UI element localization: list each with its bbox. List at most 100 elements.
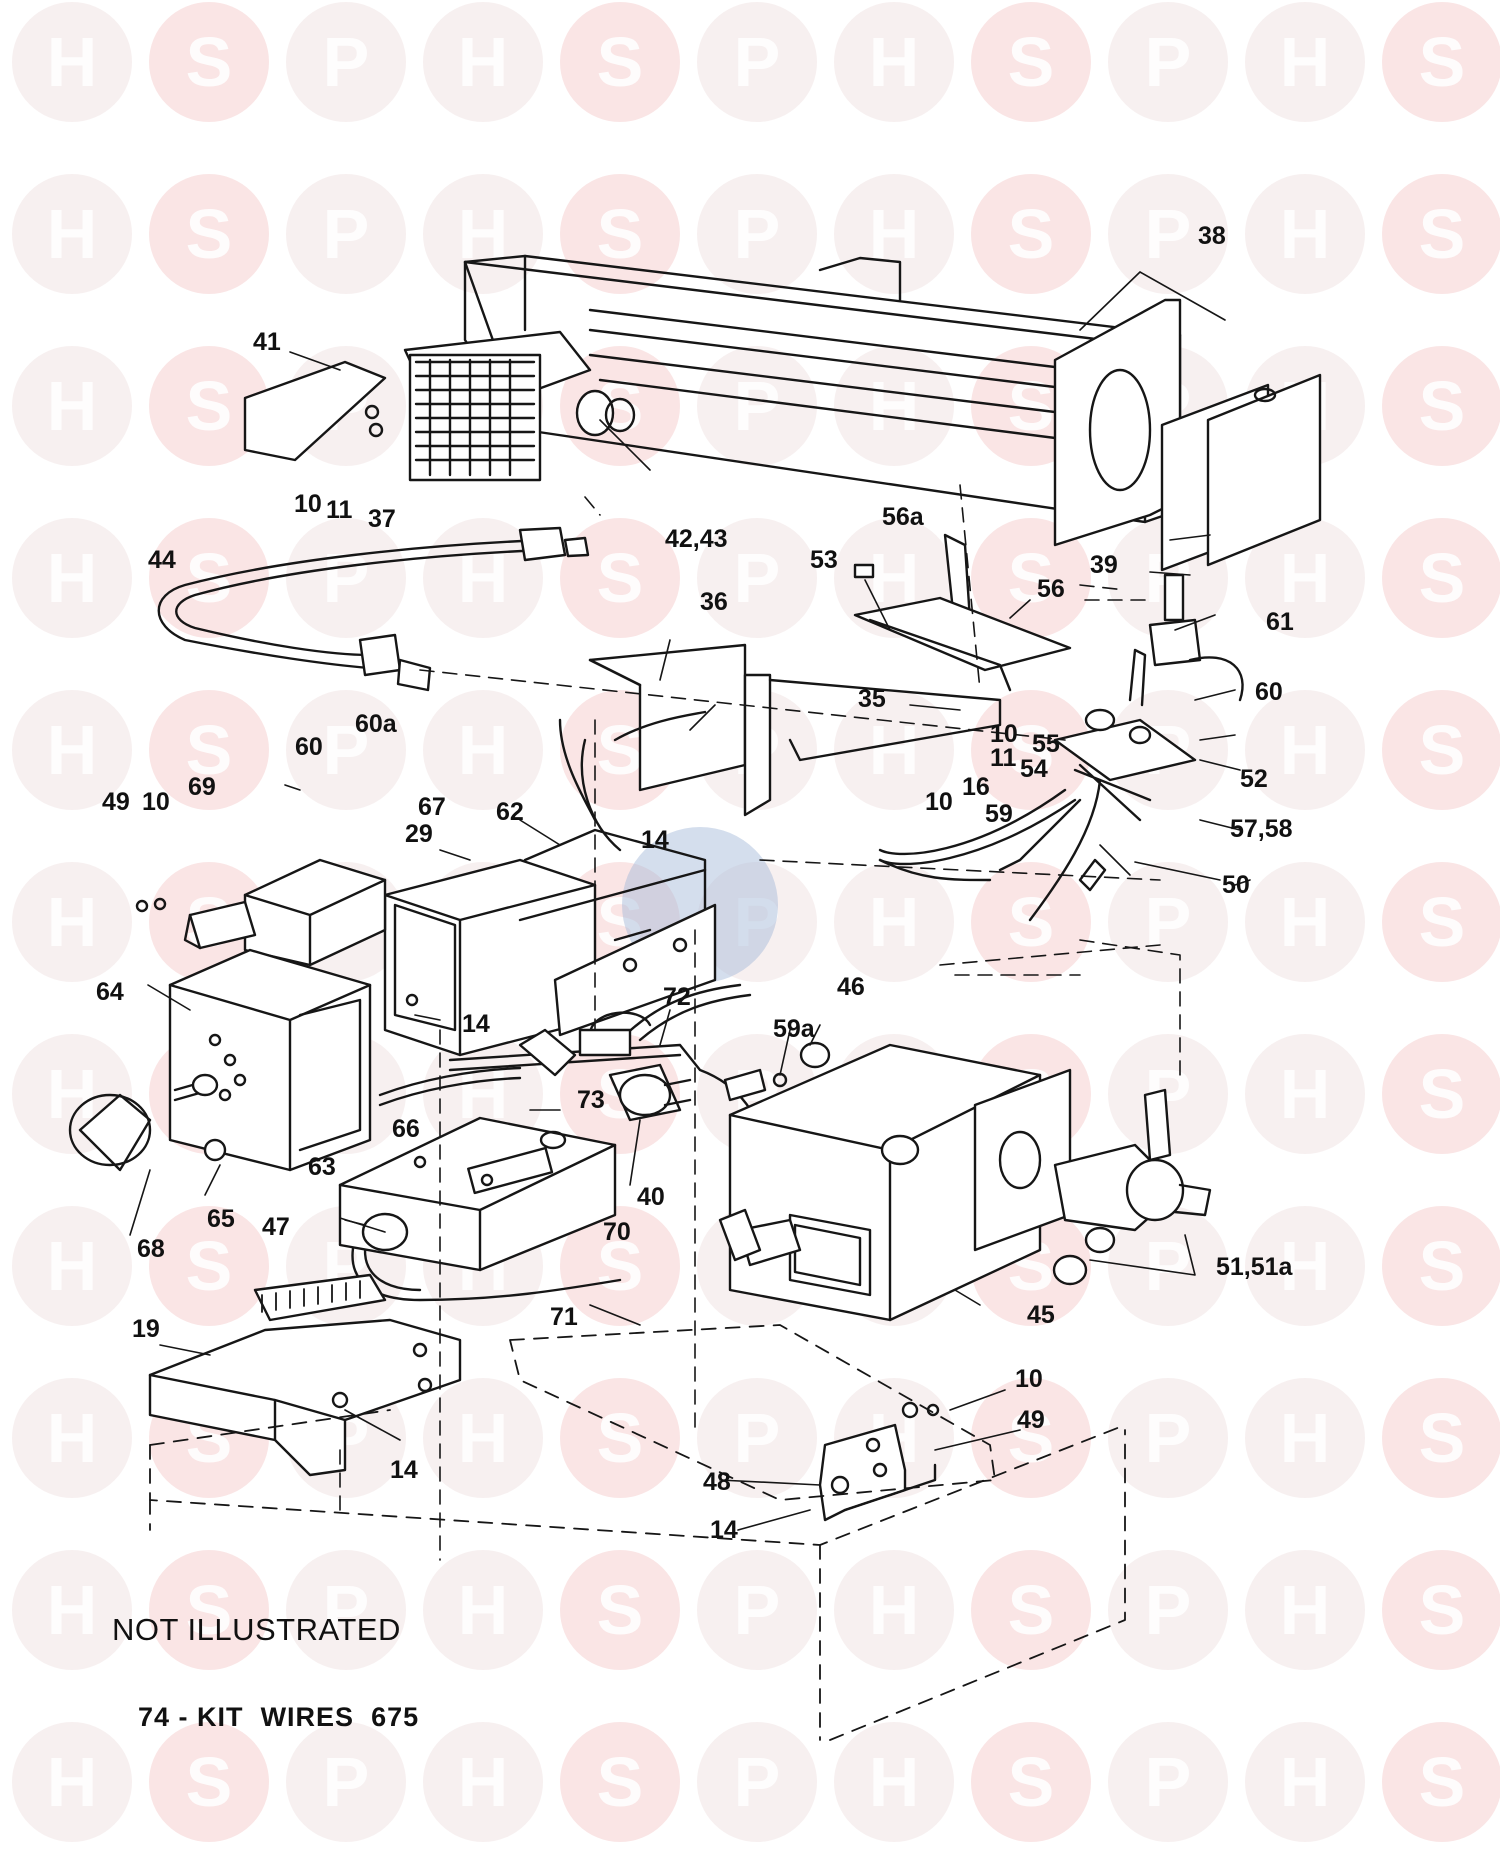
callout-14-bracket: 14	[710, 1516, 738, 1544]
watermark-letter: S	[1419, 1743, 1466, 1821]
watermark-badge	[697, 174, 817, 294]
watermark-letter: H	[1280, 1571, 1331, 1649]
watermark-letter: H	[1280, 711, 1331, 789]
watermark-badge	[286, 174, 406, 294]
watermark-badge	[423, 690, 543, 810]
callout-38: 38	[1198, 222, 1226, 250]
callout-56: 56	[1037, 575, 1065, 603]
watermark-letter: P	[734, 1571, 781, 1649]
gas-valve-45	[718, 1043, 1072, 1322]
callout-labels: 38 41 10 11 37 42,43 39 56a 53 56 61 44 …	[96, 222, 1294, 1544]
watermark-letter: H	[869, 883, 920, 961]
watermark-badge	[834, 862, 954, 982]
watermark-letter: P	[1145, 195, 1192, 273]
callout-50: 50	[1222, 871, 1250, 899]
watermark-badge	[12, 1722, 132, 1842]
watermark-letter: H	[1280, 539, 1331, 617]
callout-10-switch: 10	[142, 788, 170, 816]
watermark-letter: S	[1419, 23, 1466, 101]
watermark-badge	[697, 518, 817, 638]
watermark-badge	[1382, 1722, 1500, 1842]
watermark-badge	[149, 346, 269, 466]
watermark-badge	[697, 1378, 817, 1498]
watermark-letter: P	[734, 23, 781, 101]
watermark-letter: S	[1008, 1743, 1055, 1821]
callout-39: 39	[1090, 551, 1118, 579]
watermark-badge	[1382, 174, 1500, 294]
watermark-letter: S	[1419, 711, 1466, 789]
watermark-badge	[971, 1378, 1091, 1498]
watermark-badge	[834, 2, 954, 122]
watermark-badge	[971, 862, 1091, 982]
watermark-letter: P	[734, 539, 781, 617]
callout-60: 60	[295, 733, 323, 761]
callout-71: 71	[550, 1303, 578, 1331]
watermark-letter: H	[458, 539, 509, 617]
kit-wires-note: 74 - KIT WIRES 675	[138, 1702, 419, 1733]
watermark-letter: S	[1008, 1399, 1055, 1477]
callout-40: 40	[637, 1183, 665, 1211]
watermark-letter: H	[47, 539, 98, 617]
watermark-badge	[149, 690, 269, 810]
callout-14-box: 14	[462, 1010, 490, 1038]
callout-56a: 56a	[882, 503, 925, 531]
watermark-badge	[423, 1722, 543, 1842]
watermark-letter: P	[323, 711, 370, 789]
watermark-letter: H	[1280, 1743, 1331, 1821]
kit-number: 74 -	[138, 1702, 189, 1732]
watermark-badge	[560, 1206, 680, 1326]
callout-52: 52	[1240, 765, 1268, 793]
watermark-letter: S	[186, 1227, 233, 1305]
watermark-badge	[560, 1550, 680, 1670]
callout-60-pilot: 60	[1255, 678, 1283, 706]
watermark-letter: S	[186, 195, 233, 273]
watermark-letter: S	[1419, 883, 1466, 961]
watermark-badge	[1245, 1550, 1365, 1670]
watermark-badge	[1382, 1550, 1500, 1670]
watermark-badge	[834, 1550, 954, 1670]
callout-69: 69	[188, 773, 216, 801]
watermark-letter: H	[1280, 883, 1331, 961]
callout-47: 47	[262, 1213, 290, 1241]
watermark-badge	[12, 2, 132, 122]
case-outline	[149, 1324, 1126, 1741]
watermark-badge	[697, 1550, 817, 1670]
callout-45: 45	[1027, 1301, 1055, 1329]
watermark-badge	[697, 2, 817, 122]
watermark-letter: S	[1008, 539, 1055, 617]
bracket-48	[818, 1401, 940, 1522]
callout-35: 35	[858, 685, 886, 713]
callout-66: 66	[392, 1115, 420, 1143]
callout-68: 68	[137, 1235, 165, 1263]
watermark-letter: S	[186, 1571, 233, 1649]
callout-67: 67	[418, 793, 446, 821]
watermark-badge	[560, 1722, 680, 1842]
watermark-letter: P	[734, 1743, 781, 1821]
watermark-letter: P	[1145, 23, 1192, 101]
watermark-badge	[1382, 690, 1500, 810]
watermark-badge	[12, 1550, 132, 1670]
watermark-letter: P	[1145, 1571, 1192, 1649]
watermark-badge	[149, 2, 269, 122]
watermark-badge	[286, 518, 406, 638]
watermark-letter: S	[186, 367, 233, 445]
watermark-letter: P	[1145, 883, 1192, 961]
control-box-62	[383, 828, 707, 1057]
watermark-letter: H	[1280, 1055, 1331, 1133]
callout-44: 44	[148, 546, 176, 574]
watermark-badge	[423, 2, 543, 122]
callout-16: 16	[962, 773, 990, 801]
watermark-badge	[12, 1206, 132, 1326]
watermark-badge	[834, 346, 954, 466]
watermark-letter: H	[869, 1743, 920, 1821]
watermark-letter: H	[47, 883, 98, 961]
watermark-badge	[1382, 1034, 1500, 1154]
watermark-badge	[834, 174, 954, 294]
watermark-letter: P	[734, 195, 781, 273]
callout-19: 19	[132, 1315, 160, 1343]
watermark-letter: S	[1419, 539, 1466, 617]
watermark-letter: P	[323, 23, 370, 101]
watermark-letter: H	[458, 1743, 509, 1821]
kit-code: 675	[371, 1702, 420, 1732]
